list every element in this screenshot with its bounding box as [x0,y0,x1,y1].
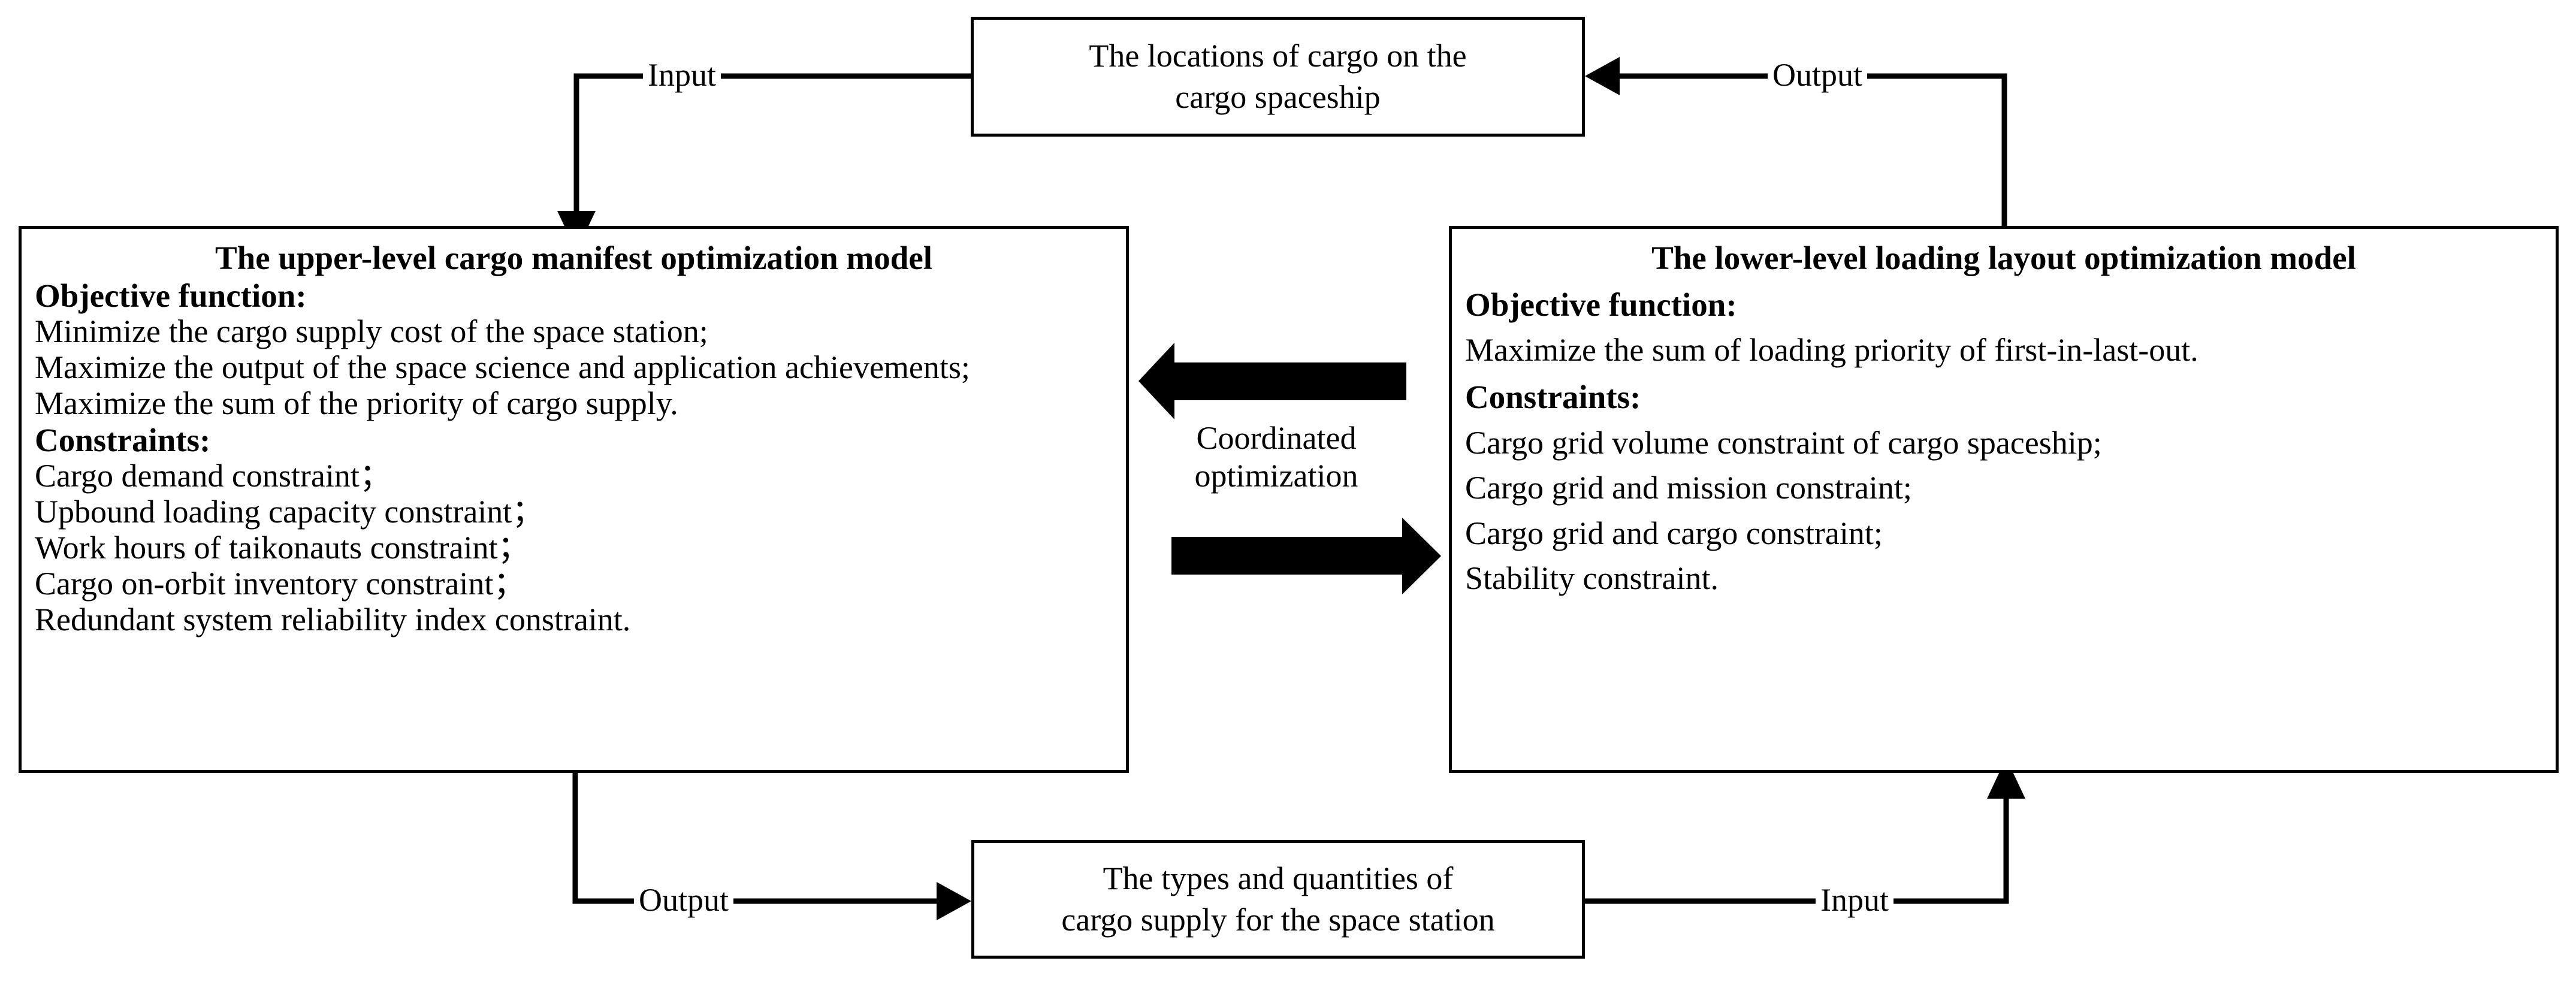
lower-model-title: The lower-level loading layout optimizat… [1651,240,2356,276]
upper-constraint-2: Upbound loading capacity constraint； [35,493,545,530]
locations-line-1: The locations of cargo on the [1089,37,1467,74]
upper-constraint-5: Redundant system reliability index const… [35,601,631,637]
upper-objective-3: Maximize the sum of the priority of carg… [35,385,678,421]
types-line-1: The types and quantities of [1103,860,1454,896]
edge-label-top-output: Output [1768,58,1868,92]
upper-level-model-box: The upper-level cargo manifest optimizat… [19,226,1129,773]
coordinated-optimization-group: Coordinated optimization [1138,348,1450,587]
edge-bottom-output [572,773,971,920]
types-line-2: cargo supply for the space station [1061,902,1495,938]
lower-objective-1: Maximize the sum of loading priority of … [1465,332,2198,368]
upper-objective-heading: Objective function: [35,277,307,315]
lower-constraints-heading: Constraints: [1465,378,1641,415]
coordinated-optimization-label: Coordinated optimization [1138,419,1414,495]
upper-constraint-4: Cargo on-orbit inventory constraint； [35,565,526,602]
upper-constraints-heading: Constraints: [35,421,211,458]
upper-constraint-1: Cargo demand constraint； [35,457,392,494]
locations-line-2: cargo spaceship [1175,79,1381,115]
upper-objective-1: Minimize the cargo supply cost of the sp… [35,313,708,350]
lower-level-model-box: The lower-level loading layout optimizat… [1449,226,2559,773]
edge-label-bottom-input: Input [1816,883,1894,917]
upper-objective-2: Maximize the output of the space science… [35,349,970,386]
edge-label-bottom-output: Output [634,883,734,917]
locations-of-cargo-box: The locations of cargo on the cargo spac… [971,17,1585,137]
lower-objective-heading: Objective function: [1465,286,1737,323]
coordinated-line-1: Coordinated [1196,420,1357,456]
locations-of-cargo-text: The locations of cargo on the cargo spac… [1078,35,1477,118]
edge-top-output [1585,57,2007,226]
types-and-quantities-text: The types and quantities of cargo supply… [1050,858,1505,941]
coordinated-arrow-left [1138,343,1406,419]
types-and-quantities-box: The types and quantities of cargo supply… [971,840,1585,959]
edge-label-top-input: Input [643,58,721,92]
lower-constraint-4: Stability constraint. [1465,560,1719,597]
coordinated-arrow-right [1171,518,1441,594]
lower-constraint-3: Cargo grid and cargo constraint; [1465,515,1883,551]
coordinated-line-2: optimization [1194,458,1358,494]
edge-bottom-input [1585,758,2025,904]
upper-model-title: The upper-level cargo manifest optimizat… [215,240,933,276]
lower-constraint-1: Cargo grid volume constraint of cargo sp… [1465,424,2102,461]
upper-constraint-3: Work hours of taikonauts constraint； [35,529,530,566]
lower-constraint-2: Cargo grid and mission constraint; [1465,470,1912,506]
